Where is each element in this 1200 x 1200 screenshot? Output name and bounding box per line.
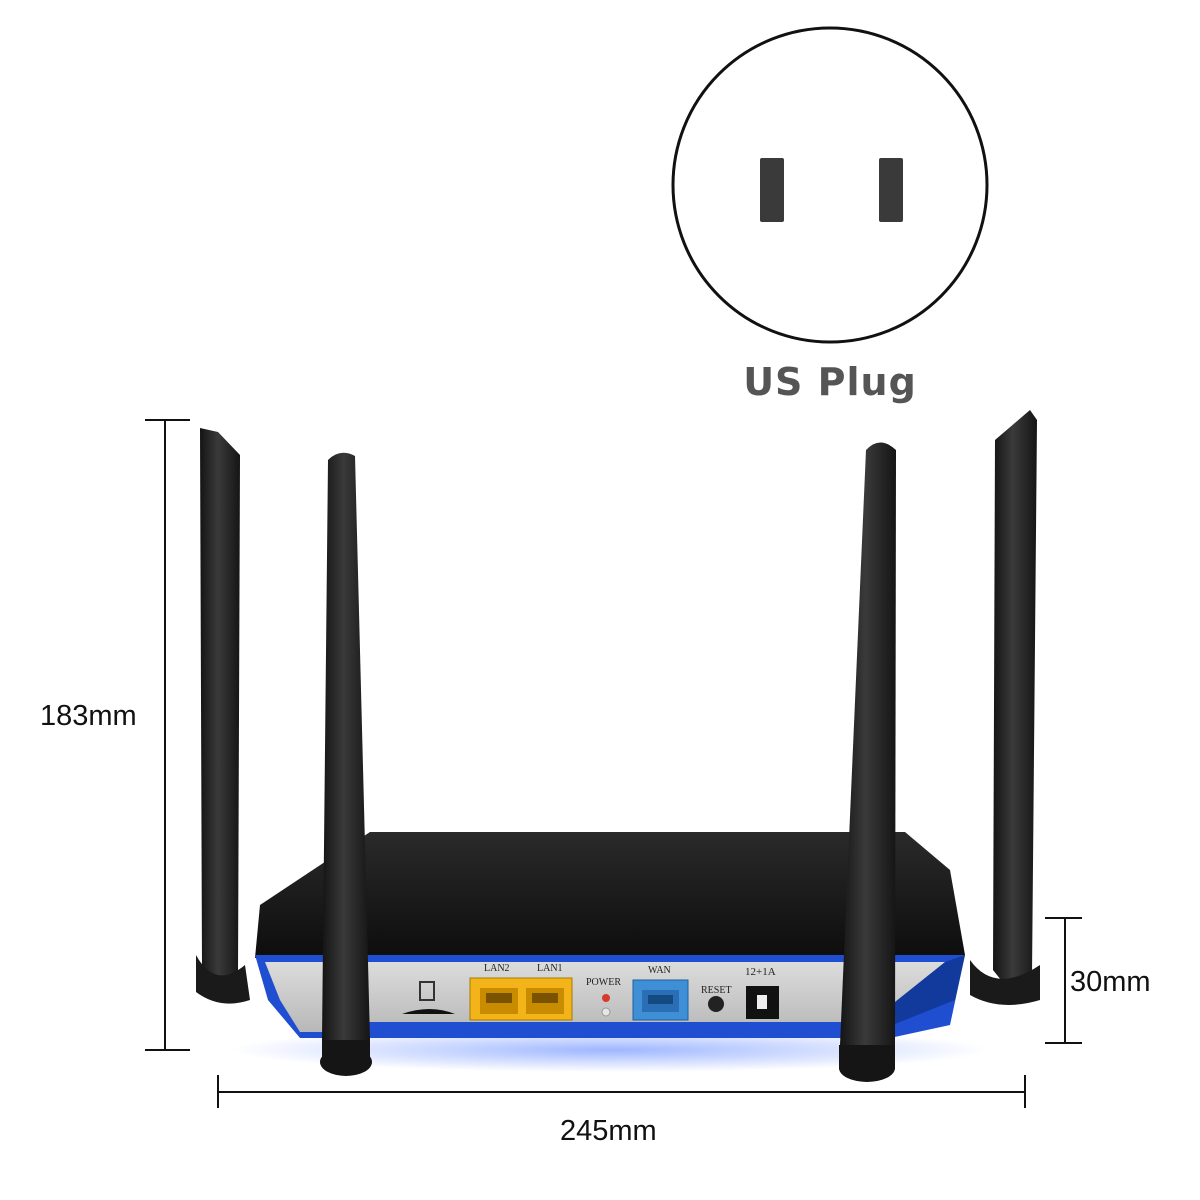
plug-prong-left xyxy=(760,158,784,222)
port-panel xyxy=(402,977,779,1021)
plug-prong-right xyxy=(879,158,903,222)
antenna-front-left xyxy=(320,452,372,1076)
reset-label: RESET xyxy=(701,985,732,996)
us-plug-outlet-icon xyxy=(671,26,989,344)
width-dimension-label: 245mm xyxy=(560,1115,657,1147)
antenna-rear-left xyxy=(196,428,250,1004)
reset-button xyxy=(708,996,724,1012)
lan1-label: LAN1 xyxy=(537,963,563,974)
lan2-label: LAN2 xyxy=(484,963,510,974)
height-dimension-label: 183mm xyxy=(40,700,137,732)
dc-input-label: 12+1A xyxy=(745,966,776,978)
antenna-front-right xyxy=(839,442,896,1082)
depth-dimension-label: 30mm xyxy=(1070,966,1151,998)
wan-label: WAN xyxy=(648,965,671,976)
plug-label: US Plug xyxy=(743,360,917,404)
power-label: POWER xyxy=(586,977,621,988)
antenna-rear-right xyxy=(970,410,1040,1005)
power-led xyxy=(602,994,610,1002)
